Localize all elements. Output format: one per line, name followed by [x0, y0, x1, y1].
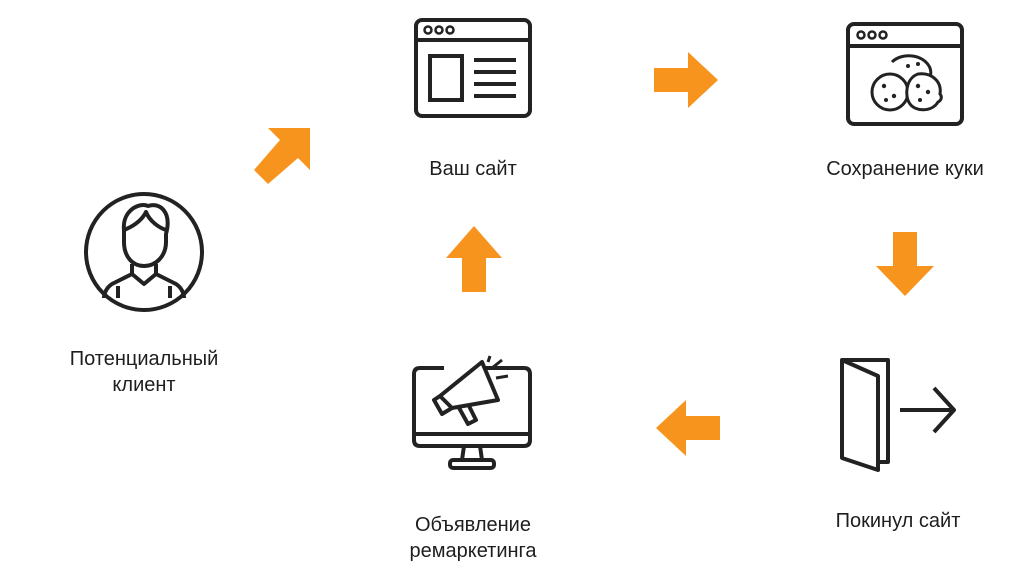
node-label-client-line1: Потенциальный	[69, 348, 219, 370]
flow-arrow-left	[656, 400, 720, 456]
node-label-remarketing: Объявление ремаркетинга	[373, 512, 573, 564]
node-label-remarketing-line2: ремаркетинга	[409, 540, 537, 562]
node-label-cookies: Сохранение куки	[826, 158, 984, 180]
node-label-remarketing-line1: Объявление	[415, 514, 531, 536]
browser-window-icon	[414, 18, 532, 118]
person-icon	[82, 190, 206, 314]
browser-cookie-icon	[846, 22, 964, 126]
flow-arrow-down	[876, 232, 934, 296]
flow-arrow-up-right	[254, 126, 312, 184]
node-label-left-site: Покинул сайт	[835, 510, 961, 532]
monitor-megaphone-icon	[410, 355, 534, 474]
flow-arrow-up	[446, 226, 502, 292]
flow-arrow-right	[654, 52, 718, 108]
node-label-site: Ваш сайт	[429, 158, 517, 180]
node-label-client: Потенциальный клиент	[44, 346, 244, 398]
door-exit-icon	[838, 358, 960, 474]
node-label-client-line2: клиент	[112, 374, 176, 396]
